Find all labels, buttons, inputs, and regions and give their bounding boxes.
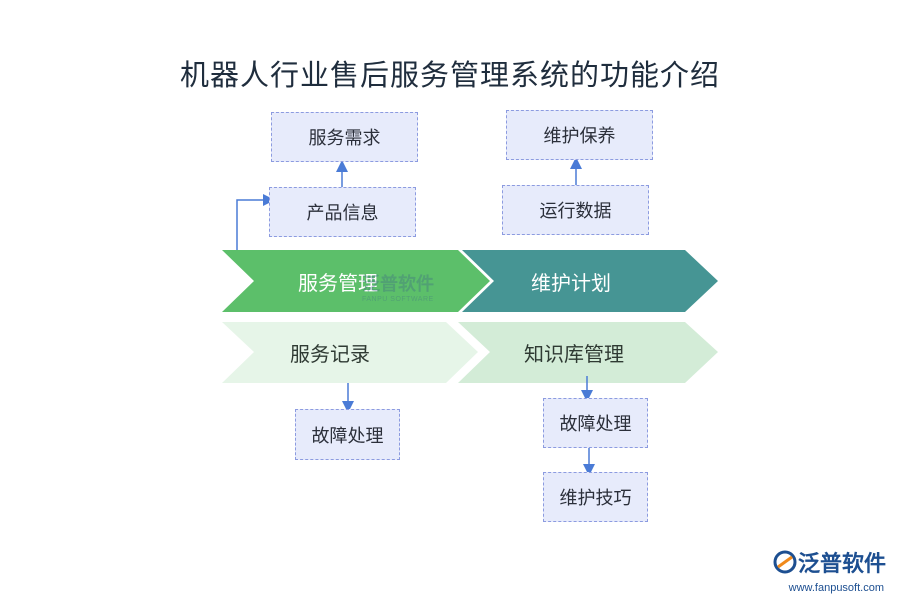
chevron-label-service-mgmt: 服务管理 (298, 270, 378, 295)
box-service-demand: 服务需求 (271, 112, 418, 162)
chevron-service-mgmt (222, 250, 490, 312)
chevron-maintenance-plan (462, 250, 718, 312)
chevron-label-maintenance-plan: 维护计划 (531, 270, 611, 295)
box-fault-handling-left: 故障处理 (295, 409, 400, 460)
logo-name: 泛普软件 (797, 551, 886, 576)
chevron-label-service-record: 服务记录 (290, 342, 370, 366)
watermark: 泛普软件 FANPU SOFTWARE (362, 270, 434, 303)
connector-mgmt-to-product (236, 194, 275, 250)
page-title: 机器人行业售后服务管理系统的功能介绍 (179, 58, 720, 92)
watermark-en: FANPU SOFTWARE (362, 296, 434, 303)
logo-icon (773, 550, 797, 574)
box-operation-data: 运行数据 (502, 185, 649, 235)
box-maintenance-upkeep: 维护保养 (506, 110, 653, 160)
logo-url: www.fanpusoft.com (788, 582, 884, 594)
brand-logo: 泛普软件 (772, 546, 886, 578)
box-fault-handling-right: 故障处理 (543, 398, 648, 448)
box-product-info: 产品信息 (269, 187, 416, 237)
chevron-label-knowledge-base: 知识库管理 (524, 342, 624, 366)
chevron-service-record (222, 322, 478, 383)
chevron-knowledge-base (458, 322, 718, 383)
box-maintenance-skills: 维护技巧 (543, 472, 648, 522)
watermark-name: 泛普软件 (362, 274, 434, 294)
